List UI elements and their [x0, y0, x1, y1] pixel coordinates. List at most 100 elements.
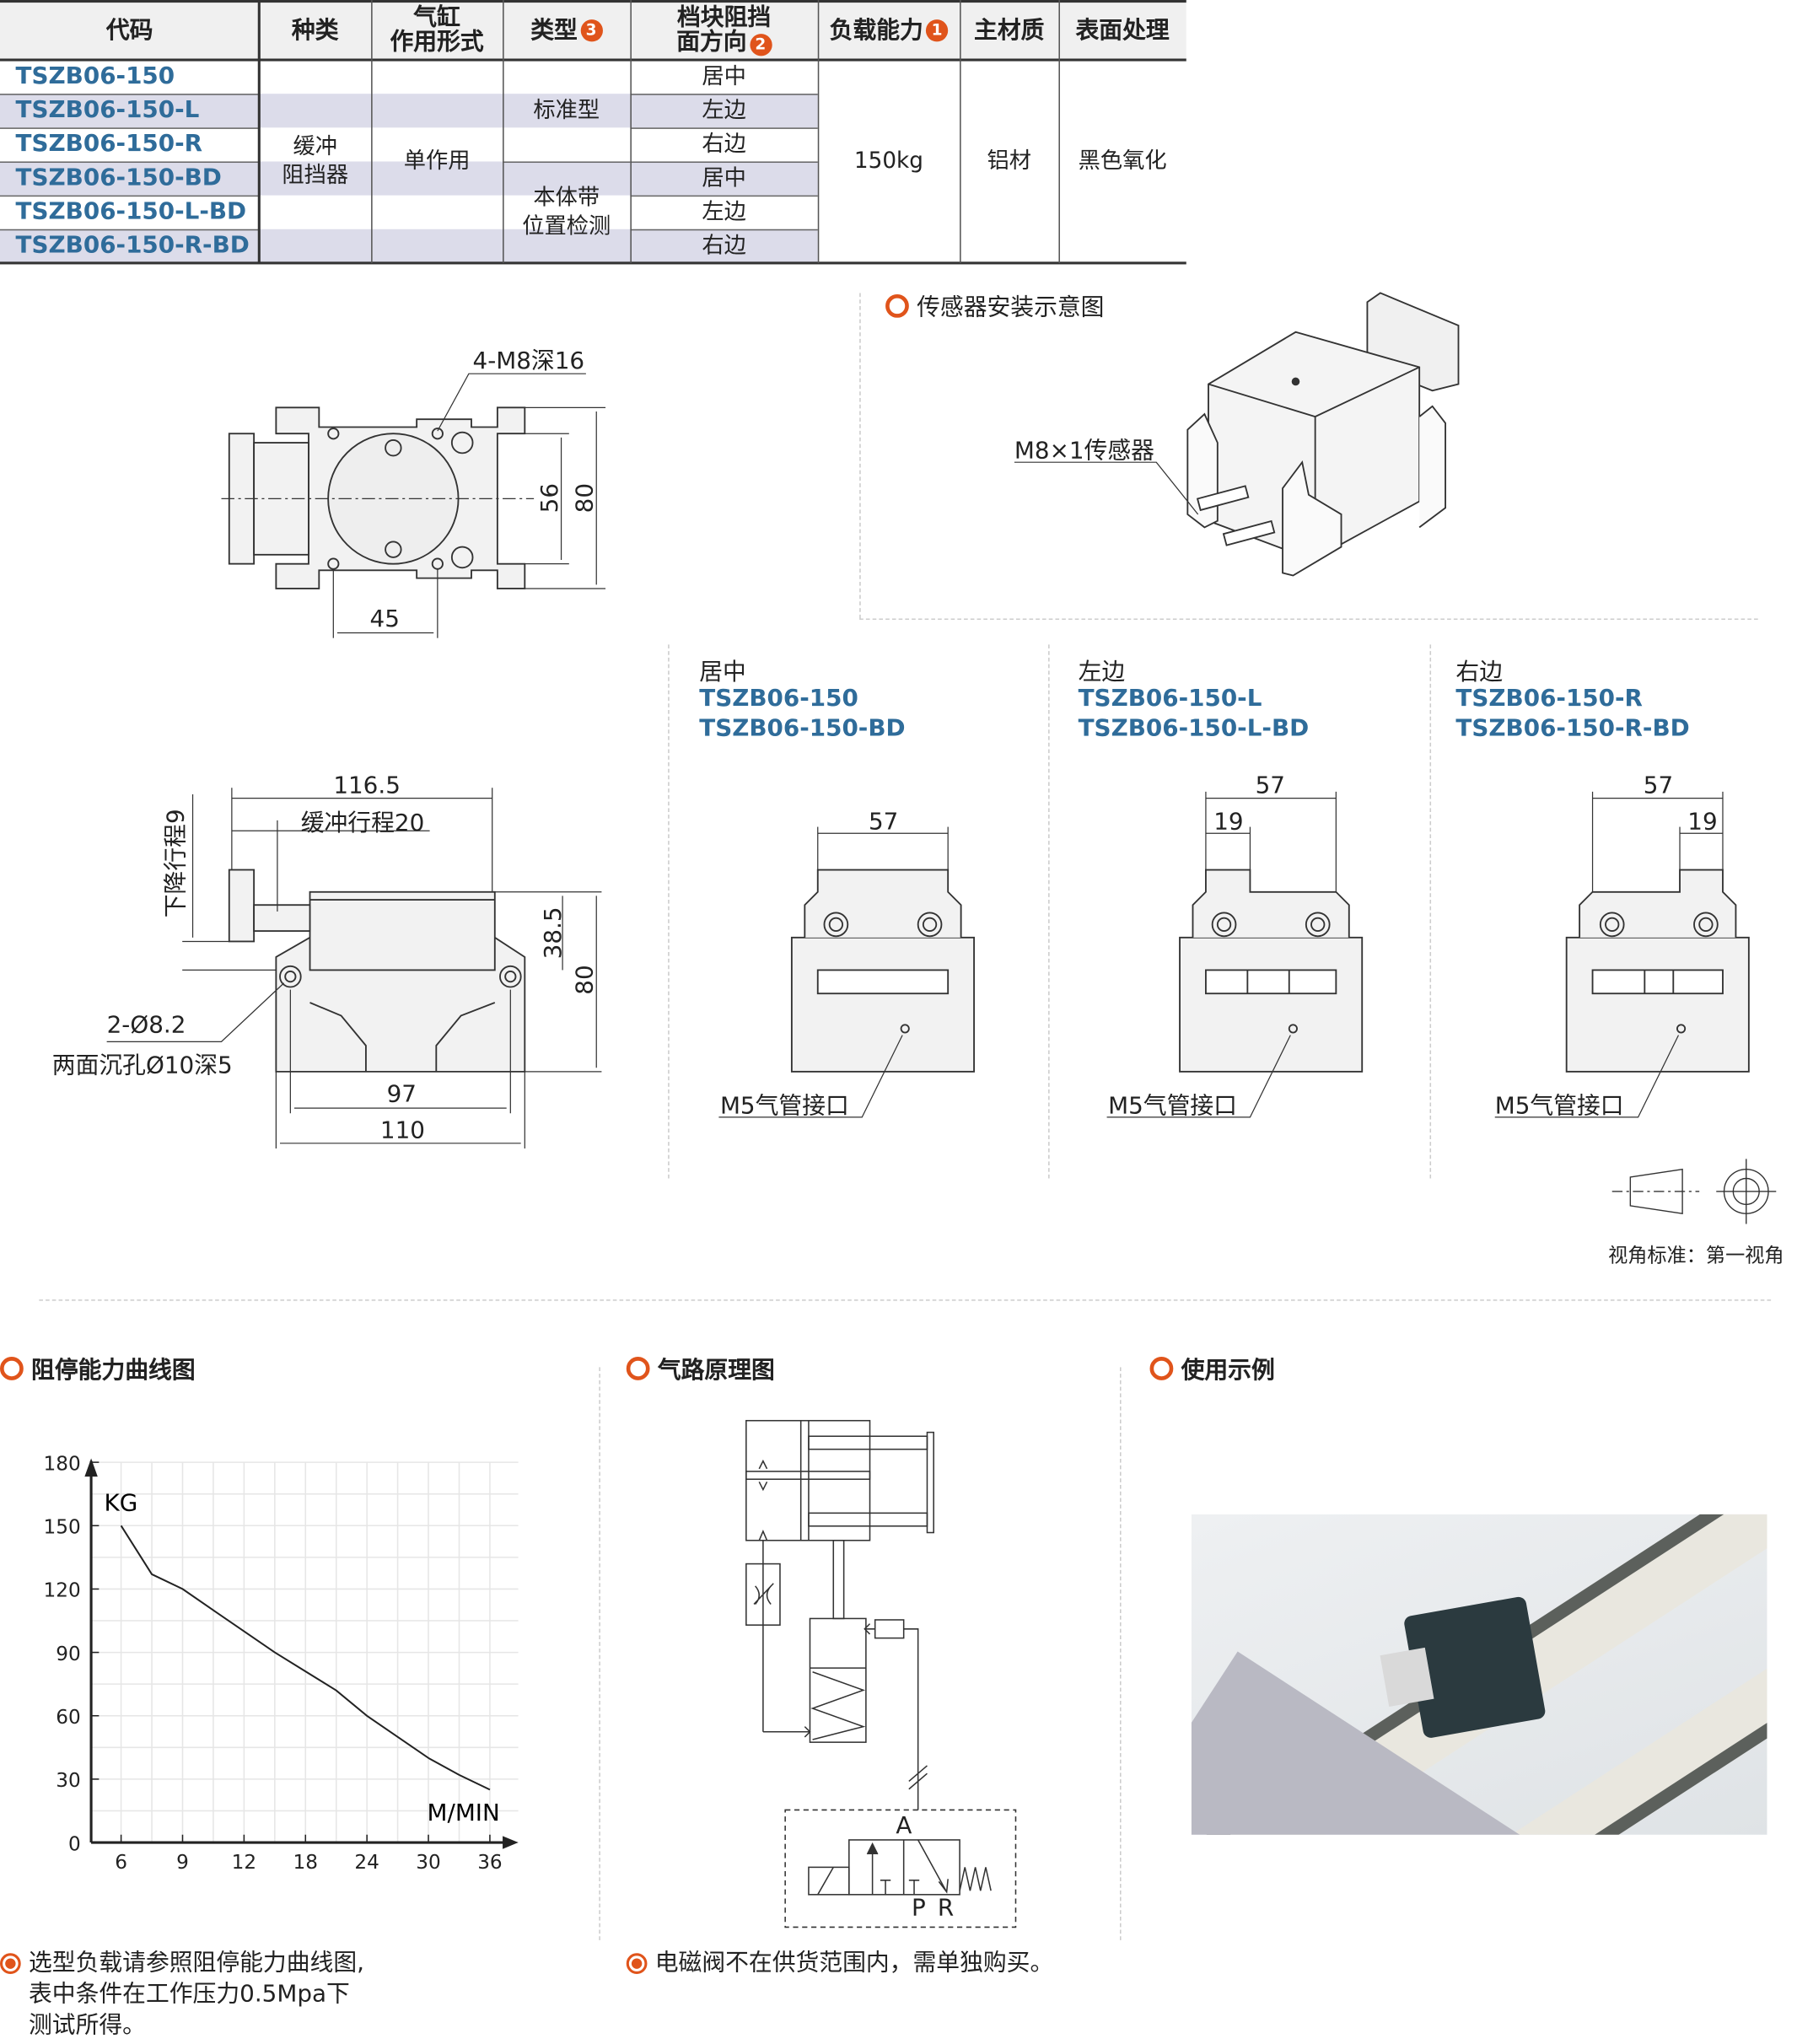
section-ring-icon	[1149, 1357, 1174, 1380]
note-line: 测试所得。	[28, 2011, 146, 2040]
sensor-label: M8×1传感器	[1014, 437, 1154, 465]
front-center-code[interactable]: TSZB06-150	[699, 685, 858, 713]
divider	[39, 1299, 1772, 1301]
usage-section-title: 使用示例	[1149, 1352, 1275, 1385]
x-tick-label: 6	[115, 1852, 127, 1874]
pneumatic-note: 电磁阀不在供货范围内，需单独购买。	[626, 1948, 1054, 1979]
divider	[599, 1367, 600, 1940]
y-tick-label: 60	[56, 1707, 80, 1729]
type-standard-cell: 标准型	[533, 97, 600, 124]
lift-cylinder-symbol	[809, 1617, 867, 1743]
front-center-code[interactable]: TSZB06-150-BD	[699, 714, 906, 743]
port-r-label: R	[937, 1894, 955, 1923]
badge-2: 2	[749, 33, 772, 56]
front-center-title: 居中	[699, 659, 746, 686]
front-right-dim-19: 19	[1687, 808, 1718, 836]
sensor-install-drawing	[1014, 292, 1460, 577]
y-axis-arrow-icon	[84, 1458, 98, 1477]
x-tick-label: 30	[416, 1852, 440, 1874]
table-rule	[630, 161, 818, 164]
material-cell: 铝材	[987, 148, 1032, 175]
header-cylinder: 气缸作用形式	[371, 0, 503, 61]
side-view-drawing	[106, 788, 602, 1148]
y-tick-label: 150	[44, 1517, 81, 1539]
table-rule	[630, 94, 818, 95]
flow-control-valve-symbol	[745, 1563, 781, 1626]
table-rule	[0, 127, 260, 129]
direction-cell: 左边	[702, 199, 746, 226]
note-bullet-icon	[626, 1953, 648, 1975]
table-rule	[503, 0, 504, 263]
side-dim-116: 116.5	[333, 772, 401, 800]
top-view-drawing	[221, 373, 606, 638]
side-hole-label: 2-Ø8.2	[106, 1011, 186, 1040]
fitting-symbol	[874, 1619, 905, 1639]
code-cell[interactable]: TSZB06-150	[15, 62, 175, 90]
front-left-title: 左边	[1078, 659, 1126, 686]
code-cell[interactable]: TSZB06-150-R-BD	[15, 231, 250, 260]
header-surface: 表面处理	[1058, 0, 1186, 61]
projection-note: 视角标准：第一视角	[1608, 1243, 1784, 1267]
technical-drawings	[106, 292, 1777, 1224]
curve-title-text: 阻停能力曲线图	[31, 1357, 196, 1385]
front-right-port: M5气管接口	[1494, 1092, 1624, 1121]
type-sensor-line2: 位置检测	[522, 213, 611, 240]
code-cell[interactable]: TSZB06-150-L	[15, 96, 200, 124]
table-rule	[0, 161, 260, 164]
code-cell[interactable]: TSZB06-150-R	[15, 130, 203, 158]
kind-line1: 缓冲	[293, 134, 337, 160]
curve-section-title: 阻停能力曲线图	[0, 1352, 196, 1385]
front-right-code[interactable]: TSZB06-150-R-BD	[1455, 714, 1690, 743]
x-tick-label: 9	[176, 1852, 189, 1874]
badge-1: 1	[925, 19, 949, 41]
divider	[859, 618, 1758, 621]
note-bullet-icon	[0, 1953, 21, 1975]
x-tick-label: 18	[293, 1852, 318, 1874]
curve-note: 选型负载请参照阻停能力曲线图, 表中条件在工作压力0.5Mpa下 测试所得。	[0, 1948, 364, 2041]
table-rule	[1058, 0, 1060, 263]
table-rule	[257, 0, 261, 263]
front-center-dim-57: 57	[868, 808, 899, 836]
code-cell[interactable]: TSZB06-150-L-BD	[15, 197, 247, 226]
side-counterbore-label: 两面沉孔Ø10深5	[51, 1052, 233, 1080]
port-a-label: A	[896, 1812, 912, 1840]
front-left-code[interactable]: TSZB06-150-L-BD	[1078, 714, 1310, 743]
table-rule	[371, 0, 373, 263]
front-right-dim-57: 57	[1643, 772, 1674, 800]
badge-3: 3	[579, 19, 603, 41]
table-rule	[0, 58, 1186, 62]
front-left-port: M5气管接口	[1108, 1092, 1237, 1121]
note-line: 电磁阀不在供货范围内，需单独购买。	[654, 1949, 1054, 1977]
table-rule	[0, 195, 260, 197]
y-tick-label: 90	[56, 1643, 80, 1665]
usage-title-text: 使用示例	[1181, 1357, 1275, 1385]
header-material: 主材质	[960, 0, 1059, 61]
kind-cell: 缓冲阻挡器	[259, 60, 371, 263]
front-right-title: 右边	[1455, 659, 1504, 686]
sensor-section-title: 传感器安装示意图	[885, 289, 1104, 323]
y-axis-label: KG	[105, 1488, 138, 1516]
header-load-label: 负载能力	[829, 16, 923, 44]
front-view-center	[718, 826, 975, 1118]
header-cylinder-line1: 气缸	[413, 3, 460, 32]
x-tick-label: 12	[232, 1852, 256, 1874]
front-view-right	[1494, 791, 1750, 1118]
front-left-code[interactable]: TSZB06-150-L	[1078, 685, 1262, 713]
x-tick-label: 36	[477, 1852, 502, 1874]
sensor-title-text: 传感器安装示意图	[917, 293, 1105, 322]
table-rule	[630, 127, 818, 129]
direction-cell: 居中	[702, 165, 746, 191]
code-cell[interactable]: TSZB06-150-BD	[15, 164, 222, 191]
front-right-code[interactable]: TSZB06-150-R	[1455, 685, 1643, 713]
front-left-dim-19: 19	[1213, 808, 1244, 836]
side-buffer-stroke: 缓冲行程20	[300, 810, 425, 837]
table-rule	[0, 229, 260, 231]
top-view-hole-label: 4-M8深16	[472, 347, 585, 375]
load-cell: 150kg	[853, 148, 923, 175]
note-line: 选型负载请参照阻停能力曲线图,	[28, 1949, 364, 1977]
